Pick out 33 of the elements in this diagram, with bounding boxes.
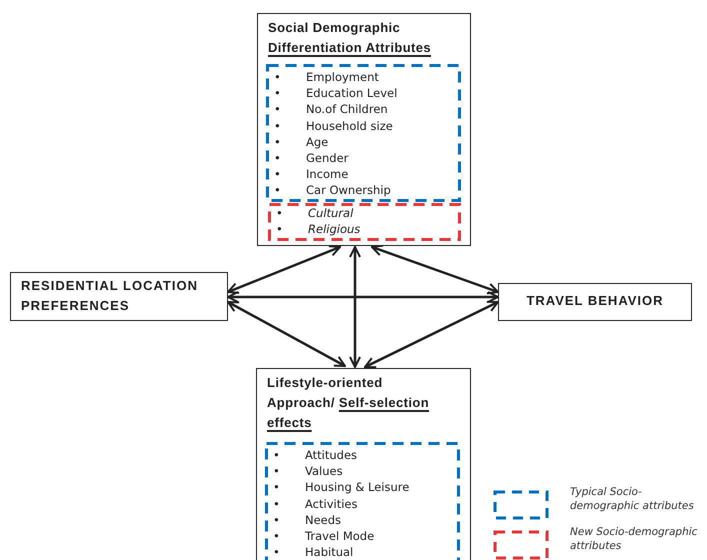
list-item: • Housing & Leisure [273,479,410,496]
list-item: • Religious [276,221,362,238]
legend-text: New Socio-demographic attributes [570,525,698,553]
double-arrow [349,246,361,368]
double-arrow [227,291,499,303]
list-item: • Employment [274,69,380,86]
factor-box [498,283,692,321]
box-label: RESIDENTIAL LOCATION PREFERENCES [21,278,198,313]
list-item: • Age [274,134,330,150]
list-item: • Income [274,166,350,182]
factor-box [257,13,471,246]
list-item: • Household size [274,118,394,134]
list-item: • Habitual [273,544,354,560]
double-arrow [364,300,499,368]
double-arrow [371,244,499,294]
list-item: • Travel Mode [273,528,376,544]
legend-text: Typical Socio-demographic attributes [570,485,695,513]
factor-box [10,272,228,321]
box-label: TRAVEL BEHAVIOR [526,293,664,308]
list-item: • Cultural [276,205,354,222]
list-item: • No.of Children [274,101,389,118]
box-heading: Social Demographic Differentiation Attributes [267,19,432,57]
list-item: • Gender [274,150,350,166]
list-item: • Values [273,463,344,480]
list-item: • Car Ownership [274,182,392,199]
list-item: • Needs [273,512,342,528]
double-arrow [227,300,346,368]
box-heading: Lifestyle-oriented Approach/ Self-selection effects [266,374,430,432]
list-item: • Attitudes [273,447,358,464]
double-arrow [227,245,341,294]
list-item: • Activities [273,496,358,512]
list-item: • Education Level [274,85,398,102]
factor-box [256,368,471,560]
